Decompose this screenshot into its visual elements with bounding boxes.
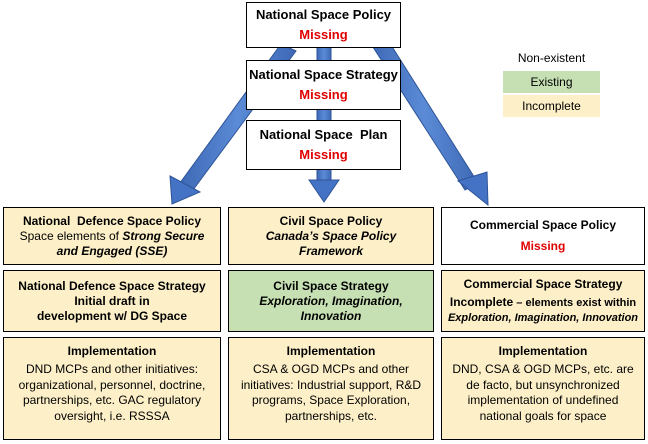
commercial-strategy-box: Commercial Space Strategy Incomplete – e…	[441, 270, 645, 332]
national-space-plan-box: National Space Plan Missing	[246, 120, 401, 170]
legend-nonexistent: Non-existent	[517, 51, 586, 65]
civil-policy-title: Civil Space Policy	[279, 213, 383, 228]
commercial-strategy-incomplete: Incomplete	[449, 294, 514, 309]
legend-incomplete: Incomplete	[503, 95, 600, 117]
national-space-policy-title: National Space Policy	[255, 7, 392, 23]
commercial-policy-title: Commercial Space Policy	[469, 218, 617, 232]
commercial-strategy-italic: Exploration, Imagination, Innovation	[447, 311, 639, 324]
civil-strategy-title: Civil Space Strategy	[273, 278, 389, 293]
commercial-strategy-title: Commercial Space Strategy	[463, 276, 623, 291]
defence-policy-text-italic: Strong Secure and Engaged (SSE)	[56, 228, 205, 258]
commercial-implementation-text: DND, CSA & OGD MCPs, etc. are de facto, …	[452, 362, 634, 423]
commercial-strategy-status: Incomplete – elements exist within	[450, 292, 636, 312]
defence-strategy-line3: development w/ DG Space	[36, 308, 188, 323]
commercial-implementation-title: Implementation	[498, 344, 588, 358]
national-space-plan-status: Missing	[299, 147, 348, 162]
defence-policy-box: National Defence Space Policy Space elem…	[3, 207, 221, 265]
civil-strategy-subtitle: Exploration, Imagination, Innovation	[259, 293, 403, 323]
commercial-policy-status: Missing	[520, 239, 566, 253]
defence-policy-title: National Defence Space Policy	[22, 213, 202, 228]
civil-implementation-box: Implementation CSA & OGD MCPs and other …	[228, 337, 434, 440]
commercial-implementation-box: Implementation DND, CSA & OGD MCPs, etc.…	[441, 337, 645, 440]
civil-policy-box: Civil Space Policy Canada’s Space Policy…	[228, 207, 434, 265]
defence-implementation-text: DND MCPs and other initiatives: organiza…	[18, 362, 206, 423]
defence-implementation-box: Implementation DND MCPs and other initia…	[3, 337, 221, 440]
national-space-strategy-title: National Space Strategy	[249, 66, 398, 82]
national-space-strategy-box: National Space Strategy Missing	[246, 60, 401, 110]
civil-policy-subtitle: Canada’s Space Policy Framework	[265, 228, 397, 258]
commercial-strategy-rest: – elements exist within	[513, 296, 637, 309]
legend-existing: Existing	[503, 71, 600, 93]
defence-strategy-line2: Initial draft in	[74, 293, 150, 308]
defence-strategy-box: National Defence Space Strategy Initial …	[3, 270, 221, 332]
national-space-plan-title: National Space Plan	[259, 126, 388, 142]
defence-policy-text: Space elements of Strong Secure and Enga…	[4, 229, 220, 259]
national-space-policy-box: National Space Policy Missing	[246, 2, 401, 48]
defence-policy-text-plain: Space elements of	[19, 228, 123, 243]
civil-implementation-title: Implementation	[286, 344, 376, 358]
commercial-policy-box: Commercial Space Policy Missing	[441, 207, 645, 265]
defence-strategy-line1: National Defence Space Strategy	[18, 278, 206, 293]
civil-implementation-text: CSA & OGD MCPs and other initiatives: In…	[240, 362, 422, 423]
civil-strategy-box: Civil Space Strategy Exploration, Imagin…	[228, 270, 434, 332]
defence-implementation-title: Implementation	[67, 344, 157, 358]
national-space-strategy-status: Missing	[299, 87, 348, 102]
national-space-policy-status: Missing	[299, 26, 348, 42]
